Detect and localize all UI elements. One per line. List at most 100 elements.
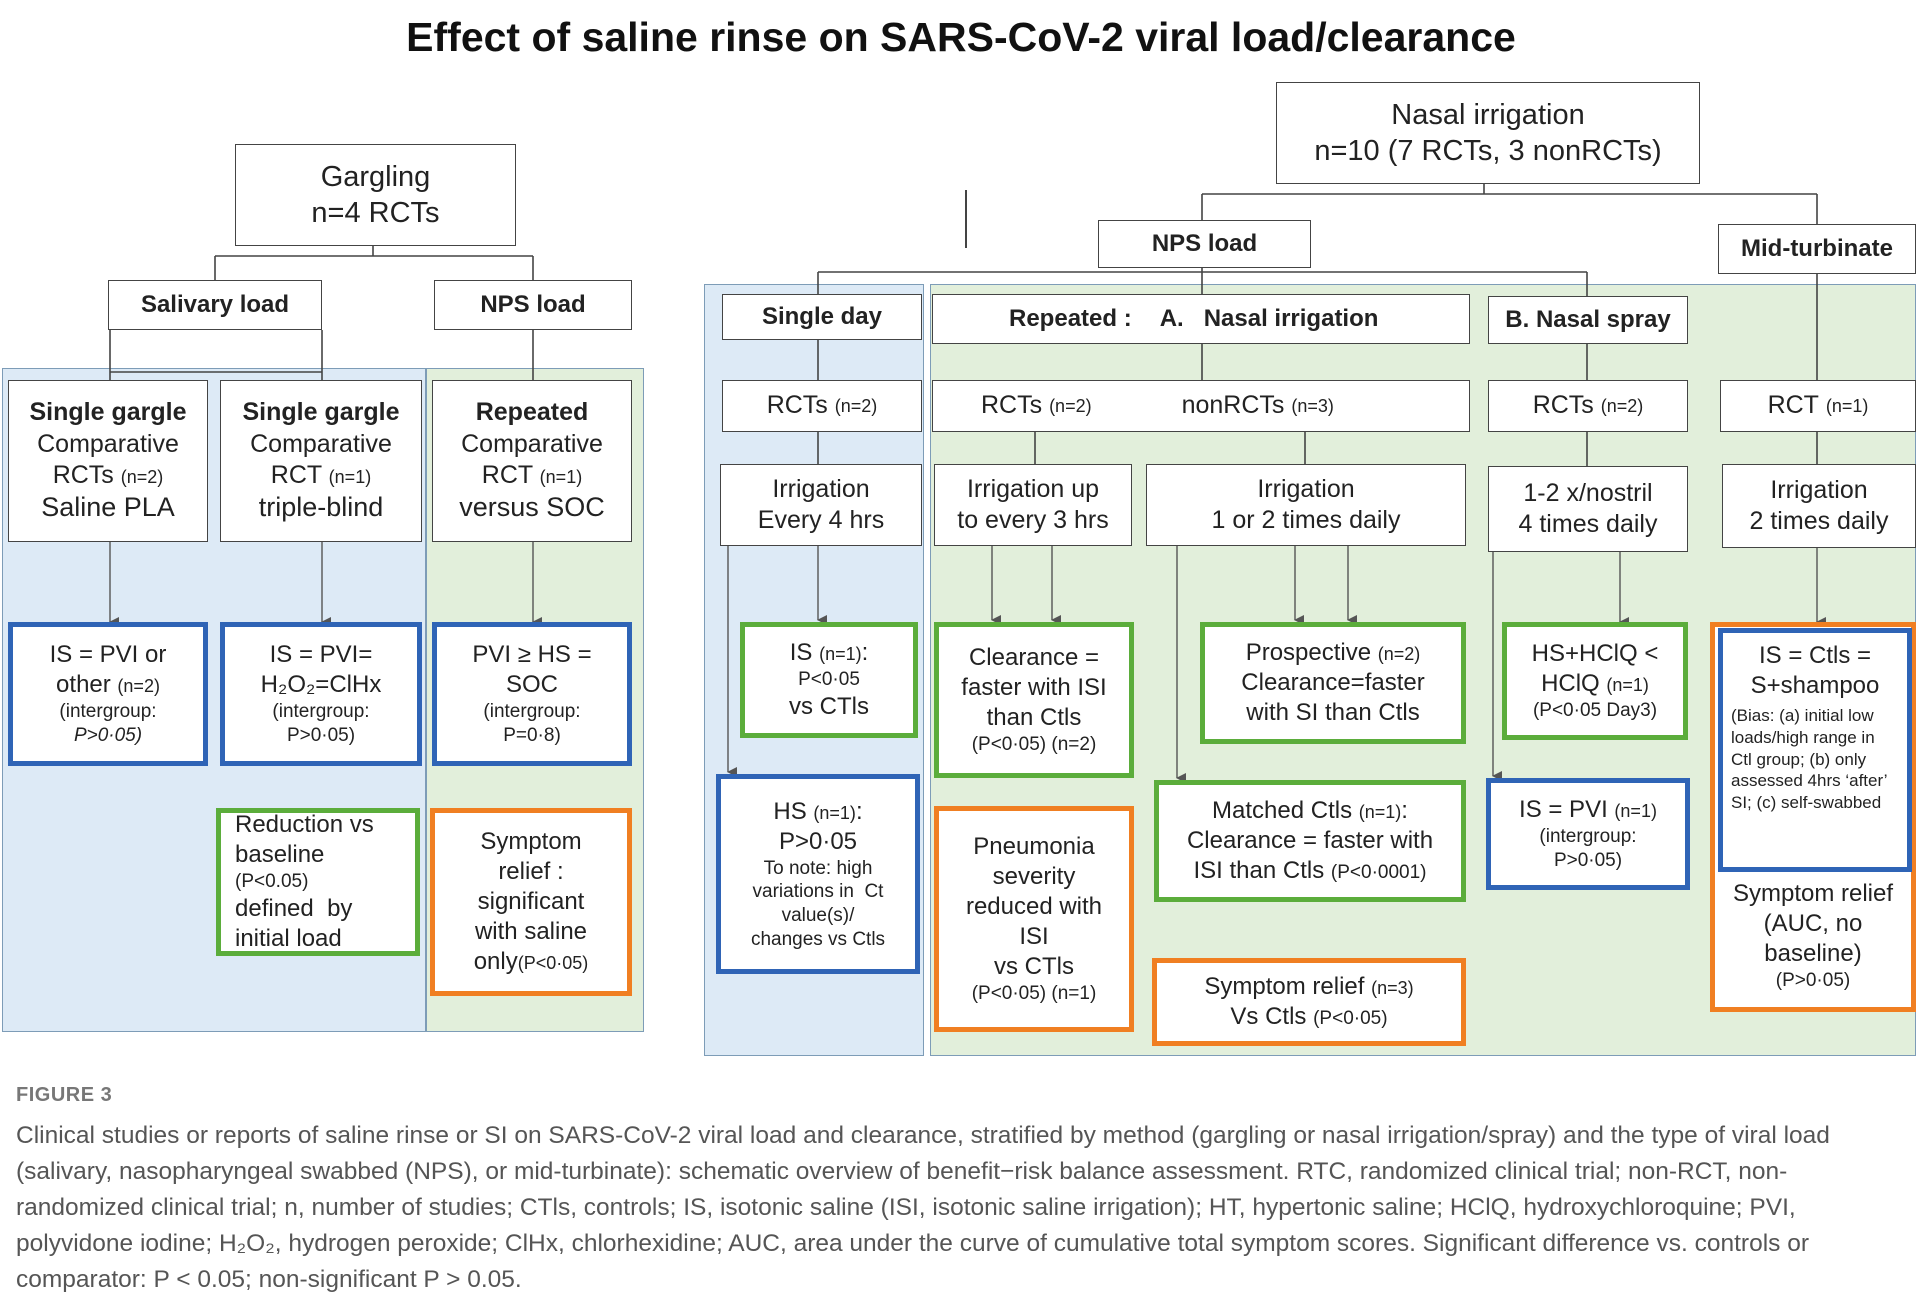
trial-count: (n=2): [120, 466, 164, 487]
nasal-spray-rct-box: RCTs (n=2): [1488, 380, 1688, 432]
result-text: Vs Ctls: [1230, 1003, 1307, 1030]
result-line1: Prospective (n=2): [1246, 638, 1421, 668]
result-is-pvi-h2o2-clhx: IS = PVI= H₂O₂=ClHx (intergroup: P>0·05): [220, 622, 422, 766]
result-hs-hclq: HS+HClQ < HClQ (n=1) (P<0·05 Day3): [1502, 622, 1688, 740]
result-matched-ctls: Matched Ctls (n=1): Clearance = faster w…: [1154, 780, 1466, 902]
result-single-day-hs: HS (n=1): P>0·05 To note: high variation…: [716, 774, 920, 974]
result-pvi-hs-soc: PVI ≥ HS = SOC (intergroup: P=0·8): [432, 622, 632, 766]
result-text: IS = PVI: [1519, 796, 1608, 824]
result-line1: HS (n=1):: [773, 797, 862, 827]
spray-4-times-daily-box: 1-2 x/nostril 4 times daily: [1488, 466, 1688, 552]
result-is-ctls-shampoo: IS = Ctls = S+shampoo (Bias: (a) initial…: [1718, 628, 1912, 872]
result-line1: Symptom relief: [1732, 880, 1894, 908]
design-trials: RCT (n=1): [271, 460, 371, 491]
result-clearance-faster-isi: Clearance = faster with ISI than Ctls (P…: [934, 622, 1134, 778]
result-line2: (intergroup:: [1539, 826, 1637, 848]
mid-turbinate-rct-box: RCT (n=1): [1720, 380, 1916, 432]
result-count: (n=1): [1614, 801, 1657, 822]
figure-caption: Clinical studies or reports of saline ri…: [16, 1118, 1906, 1298]
design-type: Repeated: [475, 398, 589, 427]
design-trials: RCTs (n=2): [53, 460, 164, 491]
design-comparator: Saline PLA: [41, 492, 175, 522]
trial-type: RCT: [481, 460, 533, 489]
result-line1: IS = PVI (n=1): [1519, 795, 1657, 825]
result-text: only: [473, 948, 518, 975]
result-text: IS = PVI or: [49, 641, 167, 669]
result-line3: reduced with: [965, 893, 1103, 921]
result-symptom-relief-ctls: Symptom relief (n=3) Vs Ctls (P<0·05): [1152, 958, 1466, 1046]
result-text: Matched Ctls: [1212, 797, 1353, 824]
result-note2: variations in Ct: [752, 881, 884, 903]
trial-count: (n=2): [1049, 395, 1092, 416]
result-line1: IS = Ctls =: [1758, 642, 1872, 669]
result-is-pvi-or-other: IS = PVI or other (n=2) (intergroup: P>0…: [8, 622, 208, 766]
result-pvalue: P>0·05): [286, 725, 356, 746]
result-text: HS: [773, 797, 807, 825]
result-line1: IS = PVI or: [50, 640, 167, 670]
result-line3: (intergroup:: [272, 701, 370, 723]
gargle-design-versus-soc: Repeated Comparative RCT (n=1) versus SO…: [432, 380, 632, 542]
result-line2: Vs Ctls (P<0·05): [1230, 1002, 1387, 1032]
result-count: (n=1): [1606, 675, 1649, 696]
result-bias-note: (Bias: (a) initial low loads/high range …: [1731, 706, 1887, 812]
result-line1: Clearance =: [968, 644, 1100, 672]
result-pvalue: P>0·05): [73, 725, 143, 746]
diagram-title: Effect of saline rinse on SARS-CoV-2 vir…: [406, 14, 1516, 60]
result-pvalue: (P<0·0001): [1330, 862, 1427, 883]
result-pvalue: (P>0·05): [1775, 970, 1851, 992]
result-count: (n=1): [819, 644, 862, 665]
result-line3: (intergroup:: [483, 701, 581, 723]
result-line2: baseline: [235, 841, 325, 869]
result-pvalue: (P<0.05): [235, 871, 309, 893]
single-day-header: Single day: [722, 294, 922, 340]
freq-line1: 1-2 x/nostril: [1523, 478, 1653, 507]
result-line1: IS = PVI=: [269, 641, 373, 669]
result-text: IS: [789, 639, 813, 667]
result-text: ISI than Ctls: [1193, 857, 1325, 884]
design-comparison: Comparative: [37, 429, 179, 458]
gargling-count: n=4 RCTs: [311, 197, 440, 229]
result-line2: relief :: [498, 858, 564, 885]
trial-type: RCTs: [52, 460, 114, 489]
result-line1: PVI ≥ HS =: [472, 641, 592, 669]
design-comparison: Comparative: [250, 429, 392, 458]
trial-count: (n=2): [1600, 395, 1644, 416]
design-type: Single gargle: [29, 398, 187, 427]
result-text: HClQ: [1541, 670, 1600, 698]
result-count: (n=2): [117, 676, 160, 697]
nasal-irrigation-a-label: A. Nasal irrigation: [1159, 305, 1379, 332]
result-prospective-clearance: Prospective (n=2) Clearance=faster with …: [1200, 622, 1466, 744]
result-note4: changes vs Ctls: [750, 928, 886, 950]
trial-type: RCTs: [981, 391, 1043, 420]
result-colon: :: [1401, 797, 1408, 824]
result-pvalue: (P<0·05) (n=2): [971, 734, 1097, 756]
figure-label: FIGURE 3: [16, 1084, 113, 1106]
nonrct-type: nonRCTs: [1181, 391, 1285, 420]
freq-line2: 2 times daily: [1749, 507, 1889, 535]
result-pvalue: (P<0·05 Day3): [1532, 700, 1658, 722]
irrigation-2-times-daily-box: Irrigation 2 times daily: [1722, 464, 1916, 548]
result-line3: with SI than Ctls: [1246, 699, 1420, 726]
irrigation-every-4hrs-box: Irrigation Every 4 hrs: [720, 464, 922, 546]
result-line2: Clearance=faster: [1241, 669, 1425, 696]
result-line1: HS+HClQ <: [1531, 640, 1659, 668]
nps-load-header-gargling: NPS load: [434, 280, 632, 330]
result-colon: :: [861, 639, 869, 667]
nasal-irrigation-label: Nasal irrigation: [1391, 98, 1585, 131]
nasal-irrigation-box: Nasal irrigation n=10 (7 RCTs, 3 nonRCTs…: [1276, 82, 1700, 184]
result-line3: ISI than Ctls (P<0·0001): [1194, 856, 1427, 886]
result-line2: H₂O₂=ClHx: [260, 671, 382, 699]
repeated-nasal-irrigation-header: Repeated : A. Nasal irrigation: [932, 294, 1470, 344]
result-pvalue: (P<0·05): [1313, 1008, 1388, 1029]
result-count: (n=1): [1358, 802, 1402, 822]
gargling-label: Gargling: [320, 160, 431, 193]
result-pvalue: P<0·05: [798, 669, 860, 691]
design-comparator: triple-blind: [258, 492, 384, 522]
result-line4: with saline: [474, 918, 588, 945]
result-text: other: [56, 671, 111, 699]
result-line1: Matched Ctls (n=1):: [1212, 796, 1408, 826]
result-count: (n=2): [1377, 644, 1421, 664]
result-note3: value(s)/: [781, 905, 855, 926]
result-pvalue: (P<0·05): [517, 953, 589, 973]
result-note1: To note: high: [763, 857, 873, 879]
